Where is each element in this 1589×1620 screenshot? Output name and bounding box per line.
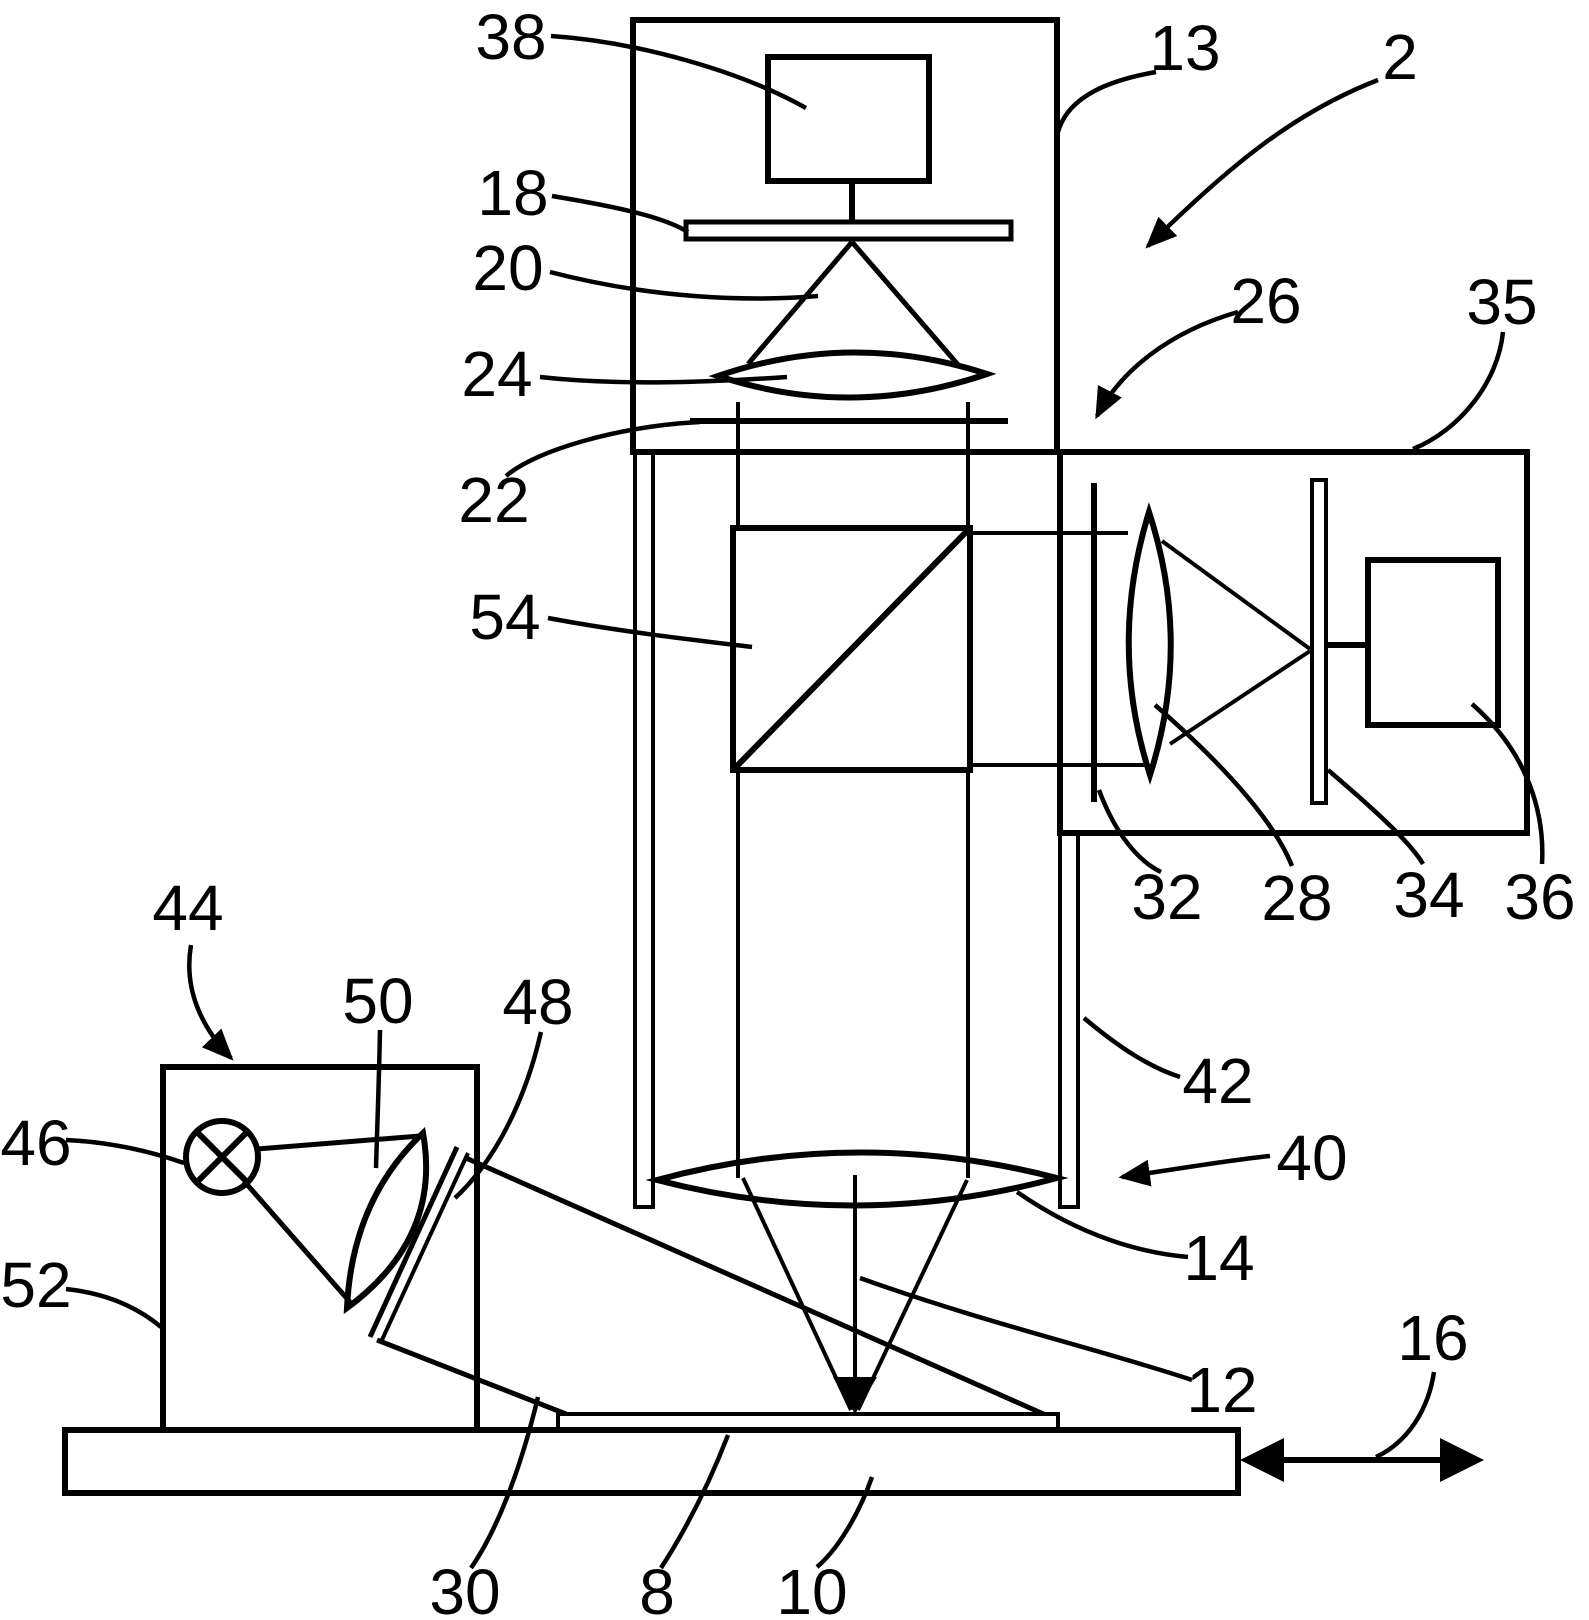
lamp-ray-upper	[256, 1133, 421, 1152]
beam-splitter-cube	[730, 525, 973, 773]
leader-10	[815, 1476, 875, 1569]
right-rail	[1058, 831, 1080, 1209]
ref-label-10: 10	[776, 1556, 847, 1620]
reticle-plate	[683, 219, 1014, 242]
pointer-arrow-44	[187, 944, 234, 1061]
ref-label-20: 20	[472, 232, 543, 304]
ref-label-30: 30	[429, 1556, 500, 1620]
ref-label-54: 54	[469, 581, 540, 653]
pointer-arrow-2	[1145, 77, 1379, 249]
ref-label-24: 24	[461, 338, 532, 410]
ref-label-26: 26	[1230, 265, 1301, 337]
tilted-plate-front	[367, 1145, 460, 1339]
ref-label-44: 44	[152, 872, 223, 944]
ref-label-48: 48	[502, 966, 573, 1038]
ref-label-14: 14	[1183, 1222, 1254, 1294]
pointer-arrow-26	[1095, 309, 1239, 420]
leader-24	[539, 374, 788, 385]
ref-label-13: 13	[1149, 12, 1220, 84]
focus-cone-left	[741, 1177, 853, 1411]
side-unit-box	[1057, 449, 1530, 836]
stage-travel-arrowhead-right	[1440, 1438, 1484, 1482]
ref-label-8: 8	[639, 1556, 675, 1620]
pinhole-plate	[1310, 478, 1328, 805]
beam-splitter-diagonal	[730, 525, 973, 773]
ref-label-38: 38	[475, 1, 546, 73]
imaging-cone-right	[850, 240, 962, 369]
tube-lens	[708, 349, 997, 401]
oblique-beam-lower	[376, 1337, 567, 1417]
ref-label-16: 16	[1397, 1302, 1468, 1374]
leader-50	[373, 1029, 383, 1169]
pointer-arrow-40	[1118, 1153, 1271, 1187]
lamp	[183, 1118, 261, 1196]
ref-label-40: 40	[1276, 1122, 1347, 1194]
leader-22	[504, 419, 701, 478]
ref-label-42: 42	[1182, 1045, 1253, 1117]
ref-label-50: 50	[342, 965, 413, 1037]
ref-label-32: 32	[1131, 861, 1202, 933]
ref-label-46: 46	[0, 1107, 71, 1179]
side-lens	[1125, 502, 1174, 785]
imaging-cone-left	[746, 240, 854, 366]
leader-32	[1096, 789, 1163, 875]
lamp-ray-lower	[242, 1179, 352, 1304]
ref-label-12: 12	[1186, 1354, 1257, 1426]
leader-16	[1375, 1371, 1437, 1460]
leader-42	[1082, 1016, 1181, 1080]
objective-lens	[645, 1149, 1069, 1209]
tilted-plate-back	[379, 1152, 470, 1343]
ref-label-18: 18	[477, 157, 548, 229]
leader-13	[1055, 69, 1157, 133]
stage-travel-arrowhead-left	[1240, 1438, 1284, 1482]
leader-20	[549, 269, 819, 301]
stage-base	[62, 1427, 1241, 1496]
condenser-lens	[343, 1127, 430, 1315]
detector-box	[765, 54, 932, 184]
leader-54	[547, 615, 753, 650]
leader-14	[1015, 1190, 1189, 1260]
ref-label-34: 34	[1393, 859, 1464, 931]
ref-label-35: 35	[1466, 266, 1537, 338]
ref-label-22: 22	[458, 464, 529, 536]
leader-46	[65, 1137, 185, 1166]
leader-36	[1470, 702, 1545, 865]
measurement-axis-arrowhead	[833, 1377, 877, 1414]
leader-48	[453, 1031, 544, 1200]
side-converging-ray-bottom	[1168, 649, 1312, 746]
ref-label-36: 36	[1504, 861, 1575, 933]
leader-35	[1412, 331, 1506, 452]
left-rail	[633, 450, 655, 1209]
upper-housing-box	[630, 17, 1060, 455]
oblique-beam-upper	[464, 1155, 1050, 1419]
leader-28	[1153, 703, 1295, 867]
leader-38	[550, 33, 808, 110]
leader-12	[859, 1275, 1193, 1383]
leader-8	[659, 1434, 731, 1570]
side-detector-box	[1365, 557, 1501, 728]
leader-34	[1326, 768, 1425, 866]
sample-plate	[556, 1412, 1060, 1431]
leader-18	[551, 193, 690, 234]
ref-label-52: 52	[0, 1249, 71, 1321]
side-converging-ray-top	[1160, 539, 1312, 651]
leader-52	[65, 1286, 163, 1329]
leader-30	[469, 1396, 541, 1570]
ref-label-2: 2	[1382, 21, 1418, 93]
lamp-cross-2	[194, 1129, 250, 1185]
ref-label-28: 28	[1261, 862, 1332, 934]
